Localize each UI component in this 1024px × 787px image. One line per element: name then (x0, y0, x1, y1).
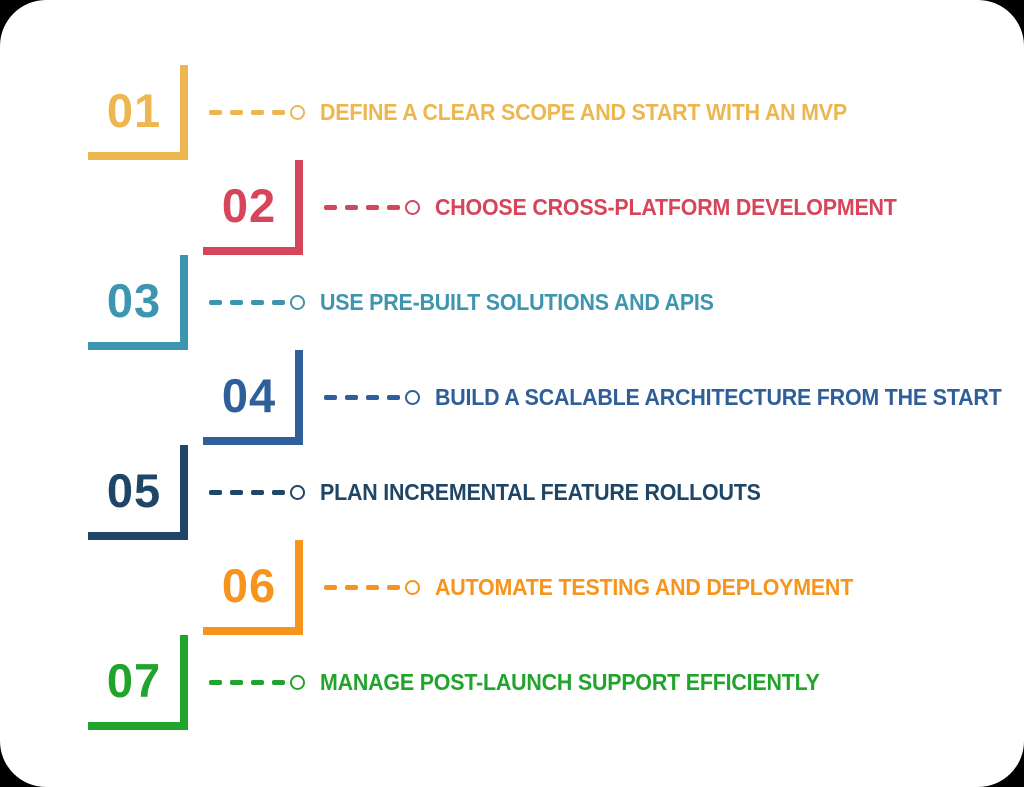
step-bracket: 05 (88, 445, 188, 540)
dash-segment (324, 585, 337, 590)
dash-segment (345, 585, 358, 590)
step-bracket: 04 (203, 350, 303, 445)
dash-segment (209, 300, 222, 305)
step-label: DEFINE A CLEAR SCOPE AND START WITH AN M… (320, 99, 847, 125)
dash-segment (345, 205, 358, 210)
dashed-connector (324, 200, 420, 215)
dash-segment (251, 300, 264, 305)
dash-segment (366, 395, 379, 400)
step-number: 05 (106, 464, 162, 517)
connector-circle-icon (405, 580, 420, 595)
connector-circle-icon (405, 200, 420, 215)
dash-segment (230, 490, 243, 495)
connector-circle-icon (290, 485, 305, 500)
dash-segment (387, 205, 400, 210)
dash-segment (251, 680, 264, 685)
dash-segment (272, 110, 285, 115)
dash-segment (251, 110, 264, 115)
dash-segment (272, 300, 285, 305)
dash-segment (209, 680, 222, 685)
dash-segment (230, 680, 243, 685)
dashed-connector (324, 390, 420, 405)
dashed-connector (209, 105, 305, 120)
step-label: CHOOSE CROSS-PLATFORM DEVELOPMENT (435, 194, 897, 220)
step-label: BUILD A SCALABLE ARCHITECTURE FROM THE S… (435, 384, 1002, 410)
connector-circle-icon (290, 105, 305, 120)
step-bracket: 01 (88, 65, 188, 160)
dash-segment (345, 395, 358, 400)
dash-segment (387, 395, 400, 400)
step-row-05: 05 PLAN INCREMENTAL FEATURE ROLLOUTS (88, 445, 794, 540)
step-label: USE PRE-BUILT SOLUTIONS AND APIS (320, 289, 714, 315)
connector-circle-icon (290, 295, 305, 310)
connector-circle-icon (405, 390, 420, 405)
step-row-06: 06 AUTOMATE TESTING AND DEPLOYMENT (203, 540, 885, 635)
dash-segment (387, 585, 400, 590)
step-number: 03 (106, 274, 162, 327)
step-label: AUTOMATE TESTING AND DEPLOYMENT (435, 574, 854, 600)
step-number: 01 (106, 84, 162, 137)
step-label: MANAGE POST-LAUNCH SUPPORT EFFICIENTLY (320, 669, 820, 695)
step-row-01: 01 DEFINE A CLEAR SCOPE AND START WITH A… (88, 65, 887, 160)
dash-segment (209, 490, 222, 495)
step-number: 07 (106, 654, 162, 707)
step-row-03: 03 USE PRE-BUILT SOLUTIONS AND APIS (88, 255, 743, 350)
dash-segment (324, 205, 337, 210)
dash-segment (366, 205, 379, 210)
step-bracket: 07 (88, 635, 188, 730)
dashed-connector (324, 580, 420, 595)
dash-segment (324, 395, 337, 400)
step-label: PLAN INCREMENTAL FEATURE ROLLOUTS (320, 479, 761, 505)
dash-segment (230, 110, 243, 115)
dashed-connector (209, 295, 305, 310)
dash-segment (251, 490, 264, 495)
dash-segment (272, 490, 285, 495)
step-number: 02 (221, 179, 277, 232)
step-row-02: 02 CHOOSE CROSS-PLATFORM DEVELOPMENT (203, 160, 931, 255)
step-number: 04 (221, 369, 277, 422)
step-row-07: 07 MANAGE POST-LAUNCH SUPPORT EFFICIENTL… (88, 635, 857, 730)
dash-segment (366, 585, 379, 590)
step-bracket: 02 (203, 160, 303, 255)
dash-segment (209, 110, 222, 115)
step-number: 06 (221, 559, 277, 612)
step-bracket: 06 (203, 540, 303, 635)
dashed-connector (209, 485, 305, 500)
step-bracket: 03 (88, 255, 188, 350)
dashed-connector (209, 675, 305, 690)
step-row-04: 04 BUILD A SCALABLE ARCHITECTURE FROM TH… (203, 350, 1024, 445)
dash-segment (272, 680, 285, 685)
dash-segment (230, 300, 243, 305)
connector-circle-icon (290, 675, 305, 690)
